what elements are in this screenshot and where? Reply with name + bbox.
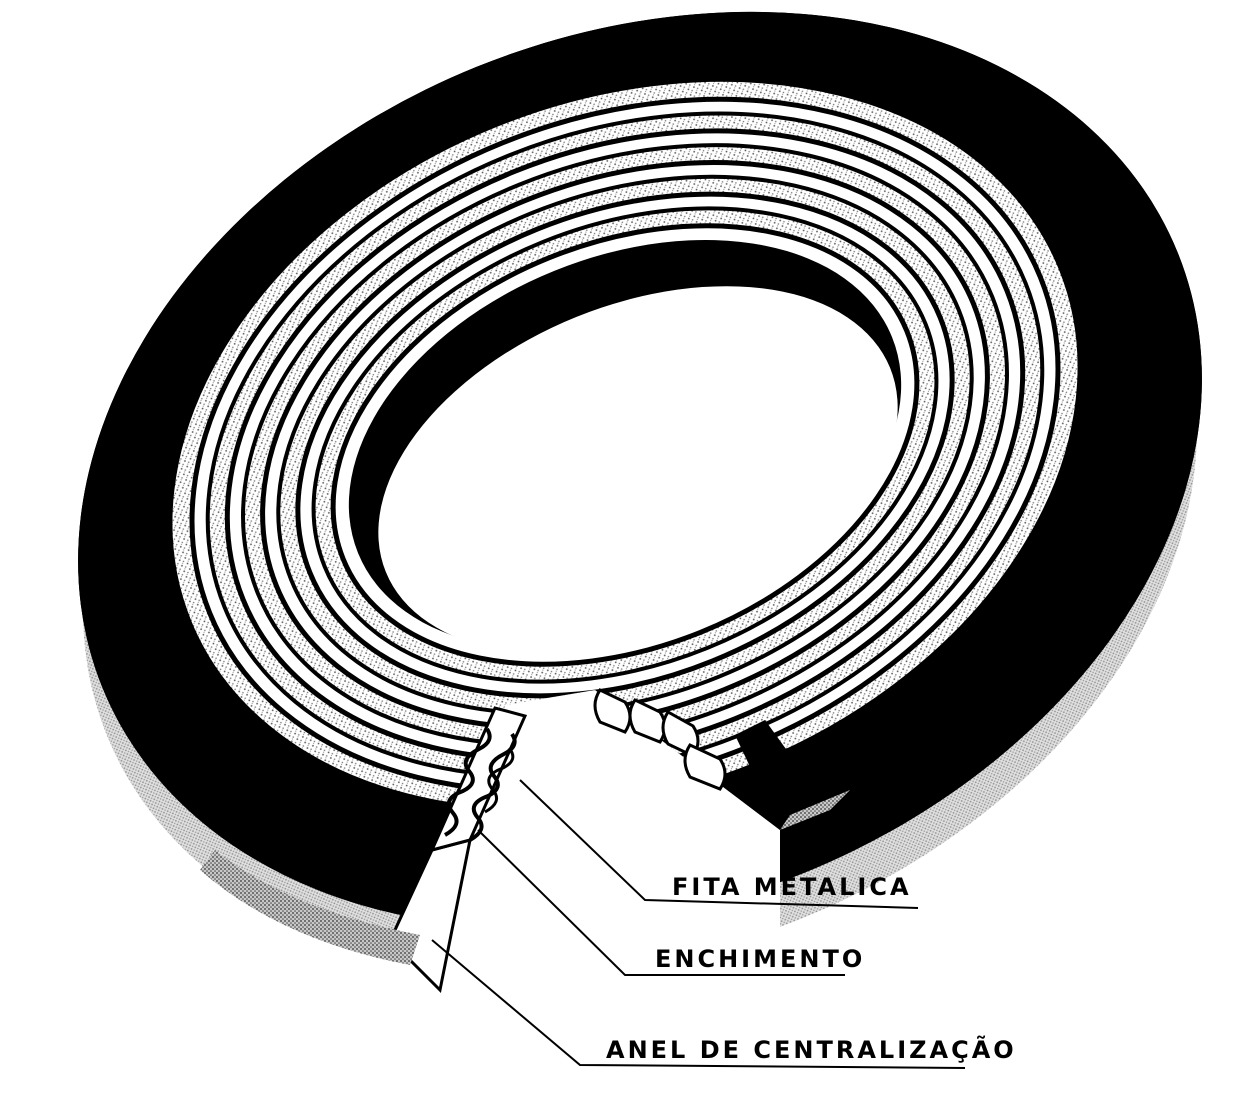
label-filler: ENCHIMENTO (655, 945, 866, 973)
wound-layers (168, 77, 1082, 813)
leader-line-enchimento (477, 829, 845, 976)
leader-line-fita (519, 779, 919, 909)
label-metal-strip: FITA METALICA (672, 873, 912, 901)
label-centering-ring: ANEL DE CENTRALIZAÇÃO (606, 1036, 1017, 1064)
leader-lines (431, 779, 966, 1069)
ring-edge-shading (200, 850, 420, 965)
leader-line-anel (431, 939, 966, 1069)
cut-section-right (593, 688, 850, 830)
